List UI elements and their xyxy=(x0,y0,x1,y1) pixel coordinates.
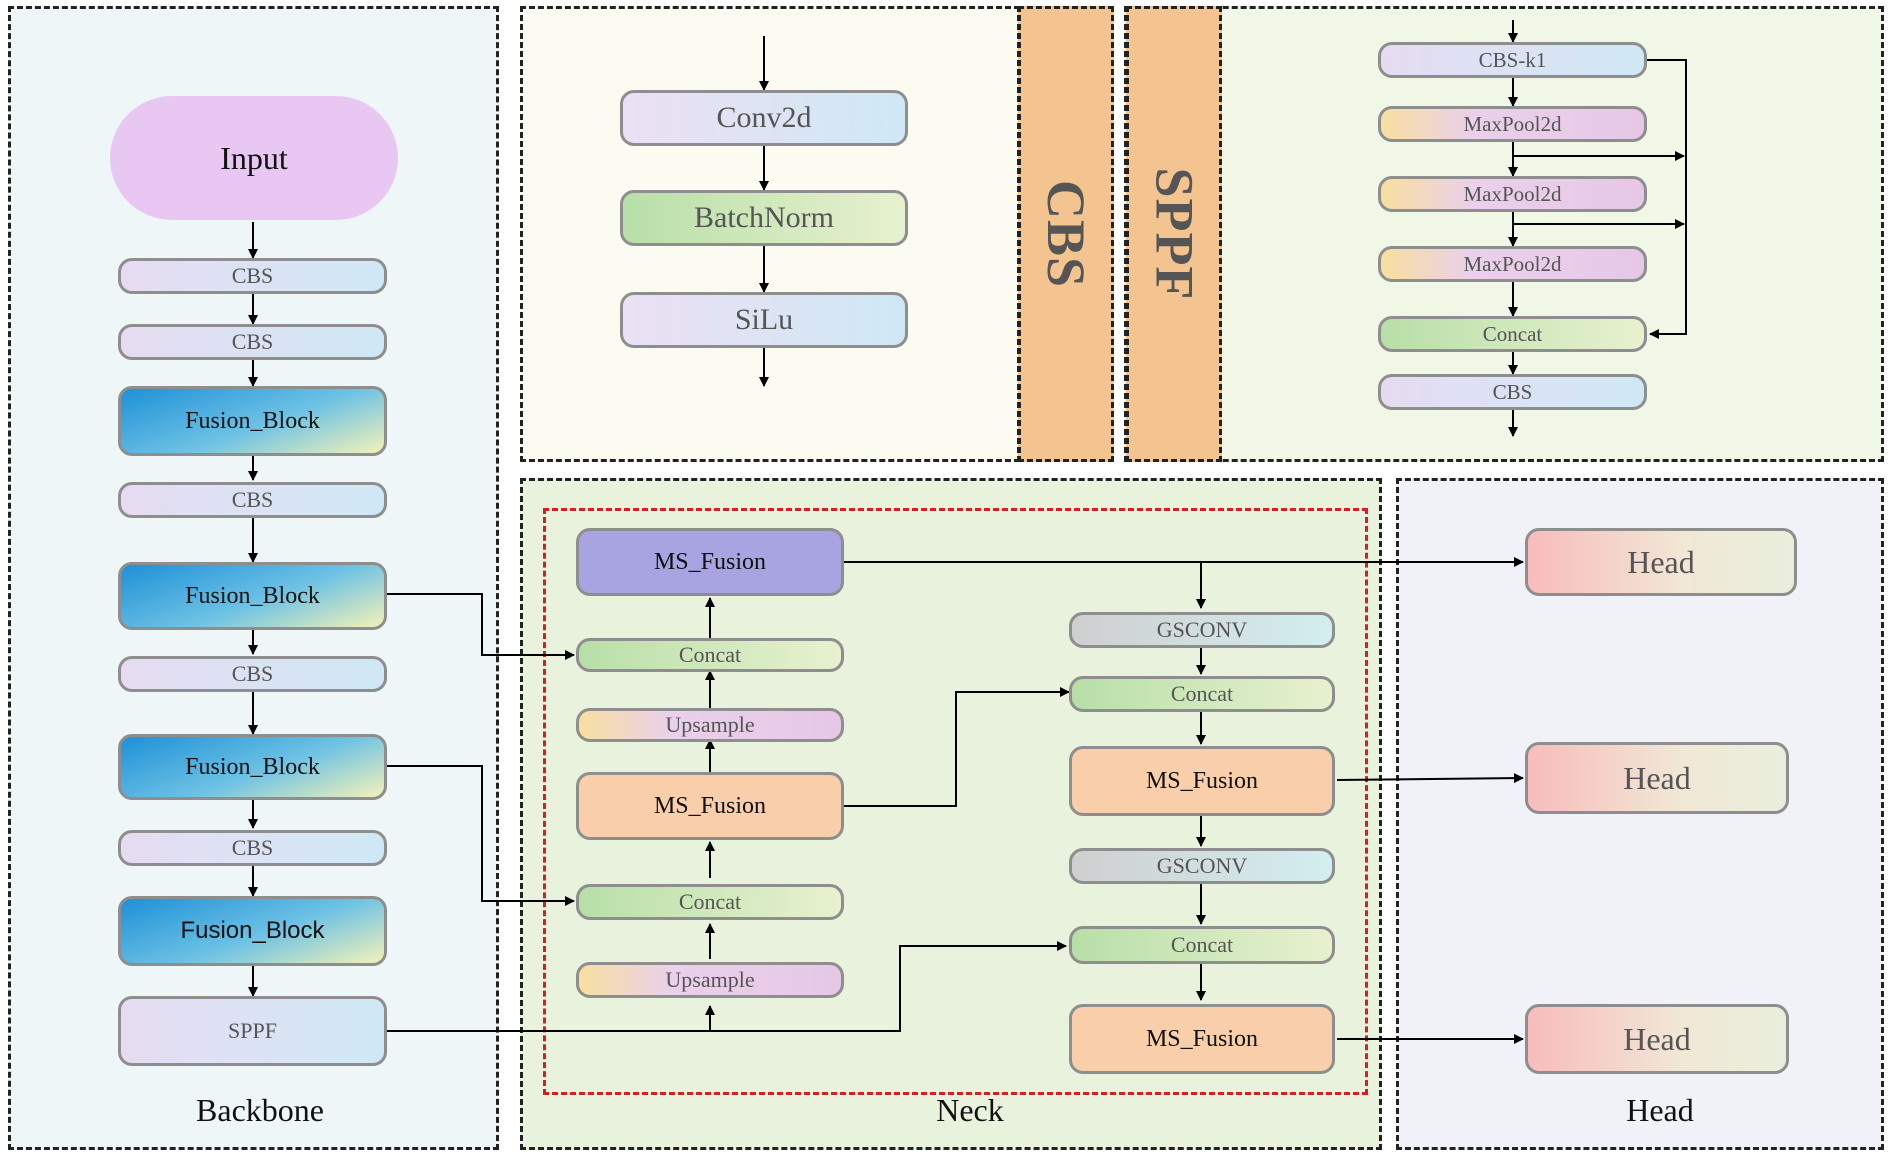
neck-upsample-a: Upsample xyxy=(576,708,844,742)
head-section-label: Head xyxy=(1626,1092,1694,1128)
conv2d-node: Conv2d xyxy=(620,90,908,146)
sppf-section-bar: SPPF xyxy=(1126,6,1222,462)
sppf-detail-panel xyxy=(1124,6,1884,462)
fusion-block-1: Fusion_Block xyxy=(118,386,387,456)
neck-msfusion-top: MS_Fusion xyxy=(576,528,844,596)
input-node: Input xyxy=(110,96,398,220)
backbone-cbs-1: CBS xyxy=(118,258,387,294)
sppf-maxpool-2: MaxPool2d xyxy=(1378,176,1647,212)
silu-label: SiLu xyxy=(734,303,794,336)
neck-upsample-b-label: Upsample xyxy=(665,967,755,992)
neck-upsample-b: Upsample xyxy=(576,962,844,998)
head-3-label: Head xyxy=(1623,1020,1691,1057)
head-2: Head xyxy=(1525,742,1789,814)
neck-label: Neck xyxy=(936,1092,1004,1128)
neck-concat-d: Concat xyxy=(1069,926,1335,964)
sppf-cbs: CBS xyxy=(1378,374,1647,410)
neck-msfusion-mid-label: MS_Fusion xyxy=(653,792,767,819)
neck-msfusion-right-2-label: MS_Fusion xyxy=(1145,1025,1259,1052)
sppf-maxpool-1-label: MaxPool2d xyxy=(1463,111,1562,136)
neck-gsconv-2-label: GSCONV xyxy=(1156,853,1248,878)
head-2-label: Head xyxy=(1623,759,1691,796)
backbone-cbs-3: CBS xyxy=(118,482,387,518)
sppf-maxpool-1: MaxPool2d xyxy=(1378,106,1647,142)
backbone-sppf-label: SPPF xyxy=(228,1018,277,1043)
fusion-block-4-label: Fusion_Block xyxy=(180,917,325,944)
neck-concat-b-label: Concat xyxy=(678,889,742,914)
backbone-cbs-5-label: CBS xyxy=(231,835,274,860)
neck-gsconv-2: GSCONV xyxy=(1069,848,1335,884)
backbone-cbs-4: CBS xyxy=(118,656,387,692)
backbone-cbs-5: CBS xyxy=(118,830,387,866)
fusion-block-3-label: Fusion_Block xyxy=(185,753,320,780)
head-1: Head xyxy=(1525,528,1797,596)
batchnorm-node: BatchNorm xyxy=(620,190,908,246)
neck-concat-a-label: Concat xyxy=(678,642,742,667)
backbone-cbs-4-label: CBS xyxy=(231,661,274,686)
sppf-concat-label: Concat xyxy=(1482,321,1543,346)
sppf-cbs-k1: CBS-k1 xyxy=(1378,42,1647,78)
neck-msfusion-right-1: MS_Fusion xyxy=(1069,746,1335,816)
neck-upsample-a-label: Upsample xyxy=(665,712,755,737)
neck-concat-b: Concat xyxy=(576,884,844,920)
neck-msfusion-right-1-label: MS_Fusion xyxy=(1145,767,1259,794)
sppf-maxpool-3-label: MaxPool2d xyxy=(1463,251,1562,276)
input-label: Input xyxy=(220,139,288,176)
fusion-block-2: Fusion_Block xyxy=(118,562,387,630)
batchnorm-label: BatchNorm xyxy=(694,201,834,234)
backbone-cbs-2-label: CBS xyxy=(231,329,274,354)
sppf-cbs-label: CBS xyxy=(1492,379,1533,404)
silu-node: SiLu xyxy=(620,292,908,348)
neck-region-frame xyxy=(543,508,1368,1095)
sppf-maxpool-3: MaxPool2d xyxy=(1378,246,1647,282)
cbs-section-bar: CBS xyxy=(1018,6,1114,462)
conv2d-label: Conv2d xyxy=(716,101,812,134)
backbone-cbs-1-label: CBS xyxy=(231,263,274,288)
head-1-label: Head xyxy=(1627,543,1695,580)
backbone-label: Backbone xyxy=(196,1092,324,1128)
neck-concat-d-label: Concat xyxy=(1170,932,1234,957)
neck-gsconv-1-label: GSCONV xyxy=(1156,617,1248,642)
backbone-cbs-3-label: CBS xyxy=(231,487,274,512)
neck-msfusion-mid: MS_Fusion xyxy=(576,772,844,840)
neck-concat-c: Concat xyxy=(1069,676,1335,712)
neck-concat-c-label: Concat xyxy=(1170,681,1234,706)
backbone-cbs-2: CBS xyxy=(118,324,387,360)
fusion-block-1-label: Fusion_Block xyxy=(185,407,320,434)
sppf-maxpool-2-label: MaxPool2d xyxy=(1463,181,1562,206)
fusion-block-4: Fusion_Block xyxy=(118,896,387,966)
neck-msfusion-right-2: MS_Fusion xyxy=(1069,1004,1335,1074)
head-3: Head xyxy=(1525,1004,1789,1074)
backbone-sppf: SPPF xyxy=(118,996,387,1066)
sppf-concat: Concat xyxy=(1378,316,1647,352)
neck-gsconv-1: GSCONV xyxy=(1069,612,1335,648)
sppf-cbs-k1-label: CBS-k1 xyxy=(1478,47,1547,72)
fusion-block-3: Fusion_Block xyxy=(118,734,387,800)
fusion-block-2-label: Fusion_Block xyxy=(185,582,320,609)
neck-concat-a: Concat xyxy=(576,638,844,672)
neck-msfusion-top-label: MS_Fusion xyxy=(653,548,767,575)
